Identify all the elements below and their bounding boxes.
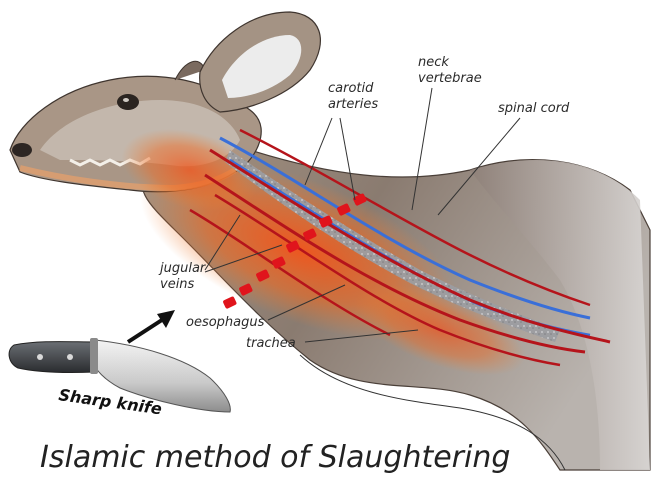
- label-oesophagus: oesophagus: [186, 315, 265, 330]
- label-trachea: trachea: [246, 336, 296, 351]
- arrow-icon: [128, 310, 175, 342]
- label-neck-line2: vertebrae: [418, 71, 482, 86]
- animal-ear: [200, 12, 321, 112]
- label-jugular-line1: jugular: [158, 261, 207, 276]
- label-jugular-line2: veins: [160, 277, 195, 292]
- diagram-title: Islamic method of Slaughtering: [40, 440, 510, 475]
- label-carotid-line2: arteries: [328, 97, 378, 112]
- label-carotid-line1: carotid: [328, 81, 374, 96]
- cut-mark: [222, 296, 237, 309]
- label-spinal-cord: spinal cord: [498, 101, 570, 116]
- label-neck-line1: neck: [418, 55, 449, 70]
